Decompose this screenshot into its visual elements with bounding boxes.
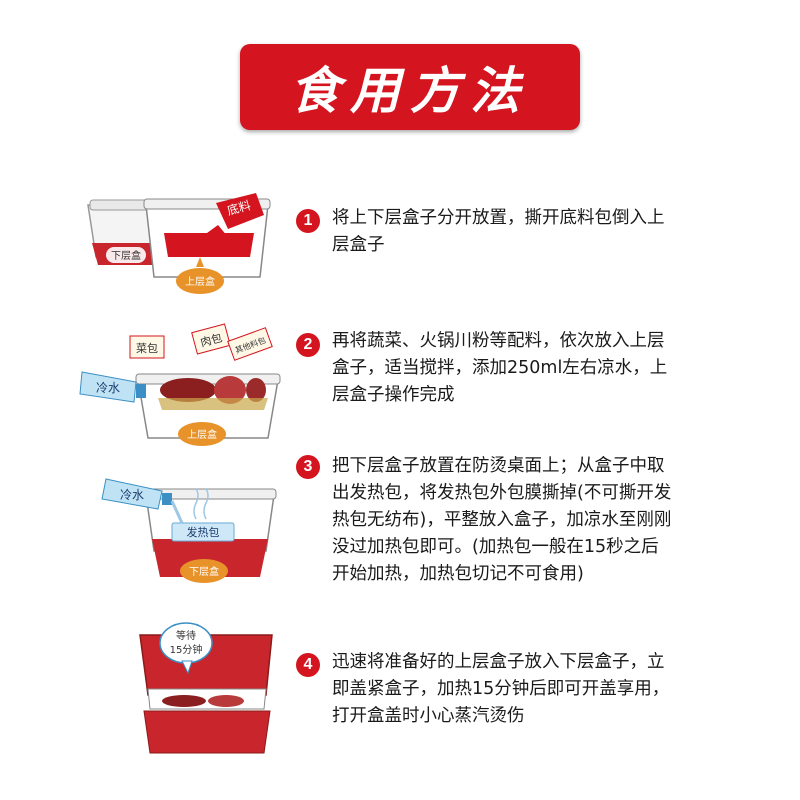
svg-text:冷水: 冷水: [120, 488, 144, 502]
svg-text:菜包: 菜包: [136, 342, 158, 355]
water-bottle: 冷水: [101, 478, 184, 524]
upper-box-label: 上层盒: [176, 257, 224, 294]
svg-text:上层盒: 上层盒: [185, 275, 215, 288]
veg-pack: 菜包: [129, 335, 165, 359]
svg-text:上层盒: 上层盒: [187, 428, 217, 441]
step-4-number: 4: [296, 653, 320, 677]
step-1-illustration: 下层盒 底料 上层盒: [87, 193, 271, 294]
svg-text:15分钟: 15分钟: [170, 643, 203, 656]
step-2-text: 再将蔬菜、火锅川粉等配料，依次放入上层盒子，适当搅拌，添加250ml左右凉水，上…: [332, 331, 668, 405]
seasoning-pack: 底料: [196, 193, 264, 241]
meat-pack: 肉包: [191, 323, 231, 355]
svg-text:等待: 等待: [176, 629, 196, 642]
step-3-text: 把下层盒子放置在防烫桌面上；从盒子中取出发热包，将发热包外包膜撕掉(不可撕开发热…: [332, 456, 672, 584]
svg-text:肉包: 肉包: [199, 331, 224, 349]
step-2-number: 2: [296, 333, 320, 357]
step-4-text: 迅速将准备好的上层盒子放入下层盒子，立即盖紧盒子，加热15分钟后即可开盖享用，打…: [332, 652, 670, 726]
step-3-illustration: 发热包 冷水 下层盒: [101, 478, 277, 583]
lower-box-label: 下层盒: [180, 559, 228, 583]
step-1-text: 将上下层盒子分开放置，撕开底料包倒入上层盒子: [332, 208, 665, 255]
wait-timer-bubble: 等待 15分钟: [159, 622, 213, 675]
step-2-illustration: 菜包 肉包 其他料包 冷水 上层盒: [79, 323, 281, 446]
svg-text:发热包: 发热包: [187, 525, 220, 539]
heat-pack: 发热包: [171, 488, 235, 542]
step-4-illustration: 等待 15分钟: [139, 622, 273, 754]
water-bottle: 冷水: [79, 371, 146, 403]
other-pack: 其他料包: [227, 327, 273, 361]
svg-text:冷水: 冷水: [96, 381, 120, 395]
svg-text:下层盒: 下层盒: [189, 565, 219, 578]
lower-box-label: 下层盒: [106, 247, 146, 263]
svg-text:底料: 底料: [225, 197, 252, 218]
step-1-number: 1: [296, 209, 320, 233]
upper-box-label: 上层盒: [178, 422, 226, 446]
svg-text:下层盒: 下层盒: [111, 249, 141, 262]
page-title: 食用方法: [290, 61, 530, 120]
step-3-number: 3: [296, 455, 320, 479]
title-banner: 食用方法: [240, 44, 580, 130]
